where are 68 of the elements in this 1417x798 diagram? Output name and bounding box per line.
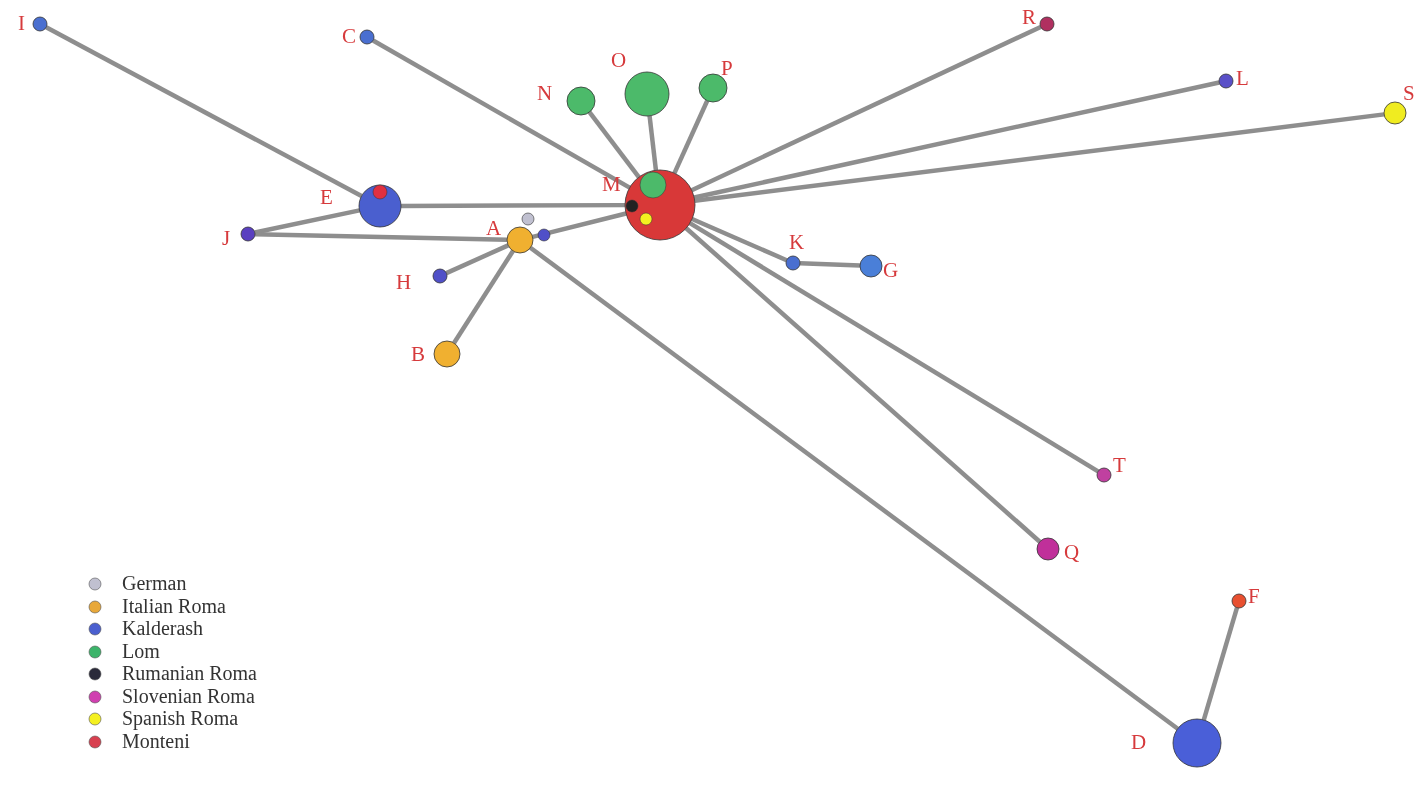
connector-line — [587, 110, 641, 179]
legend-label: Lom — [122, 640, 160, 661]
node-label: Q — [1064, 542, 1080, 563]
connector-line — [672, 99, 710, 175]
node-label: D — [1131, 732, 1147, 753]
connector-line — [799, 261, 861, 268]
node-label: M — [602, 174, 621, 195]
legend-label: Monteni — [122, 730, 190, 751]
haplotype-circle — [1173, 719, 1221, 767]
legend-label: Kalderash — [122, 618, 204, 638]
connector-line — [254, 231, 508, 242]
connector-line — [690, 24, 1042, 193]
connector-line — [452, 249, 515, 345]
haplotype-circle — [1097, 468, 1111, 482]
node-label: H — [396, 272, 412, 293]
haplotype-circle — [507, 227, 533, 253]
haplotype-circle — [359, 185, 401, 227]
haplotype-circle — [786, 256, 800, 270]
connector-line — [45, 25, 363, 199]
haplotype-circle — [1219, 74, 1233, 88]
node-label: J — [222, 228, 231, 249]
haplotype-circle — [699, 74, 727, 102]
connector-line — [691, 216, 788, 263]
node-label: O — [611, 50, 627, 71]
connector-line — [693, 80, 1220, 200]
node-label: S — [1403, 83, 1415, 104]
haplotype-circle — [33, 17, 47, 31]
node-label: F — [1248, 586, 1260, 607]
legend-label: Rumanian Roma — [122, 663, 257, 683]
haplotype-circle — [241, 227, 255, 241]
haplotype-circle — [434, 341, 460, 367]
connector-line — [688, 221, 1100, 474]
connector-line — [254, 208, 360, 235]
connector-line — [401, 202, 625, 209]
legend-label: Italian Roma — [122, 595, 226, 616]
connector-line — [529, 245, 1180, 731]
haplotype-circle — [567, 87, 595, 115]
node-label: G — [883, 260, 899, 281]
haplotype-circle — [625, 170, 695, 240]
haplotype-circle — [433, 269, 447, 283]
connector-line — [1201, 607, 1240, 721]
haplotype-circle — [860, 255, 882, 277]
connector-line — [371, 38, 631, 190]
haplotype-circle — [1232, 594, 1246, 608]
haplotype-circle — [1037, 538, 1059, 560]
connector-line — [694, 112, 1385, 203]
node-label: B — [411, 344, 425, 365]
node-label: E — [320, 187, 333, 208]
node-label: L — [1236, 68, 1249, 89]
legend-label: German — [122, 573, 187, 593]
haplotype-circle — [625, 72, 669, 116]
node-label: I — [18, 13, 25, 34]
legend-label: Spanish Roma — [122, 708, 239, 728]
node-label: N — [537, 83, 553, 104]
node-label: C — [342, 26, 356, 47]
connector-line — [647, 115, 659, 171]
node-label: K — [789, 232, 805, 253]
node-label: T — [1113, 455, 1126, 476]
node-label: A — [486, 218, 502, 239]
legend-label: Slovenian Roma — [122, 685, 255, 706]
connector-line — [532, 211, 627, 240]
node-label: P — [721, 58, 733, 79]
connector-line — [684, 226, 1042, 544]
haplotype-circle — [1384, 102, 1406, 124]
haplotype-circle — [1040, 17, 1054, 31]
haplotype-circle — [360, 30, 374, 44]
node-label: R — [1022, 7, 1036, 28]
connector-line — [445, 243, 510, 276]
